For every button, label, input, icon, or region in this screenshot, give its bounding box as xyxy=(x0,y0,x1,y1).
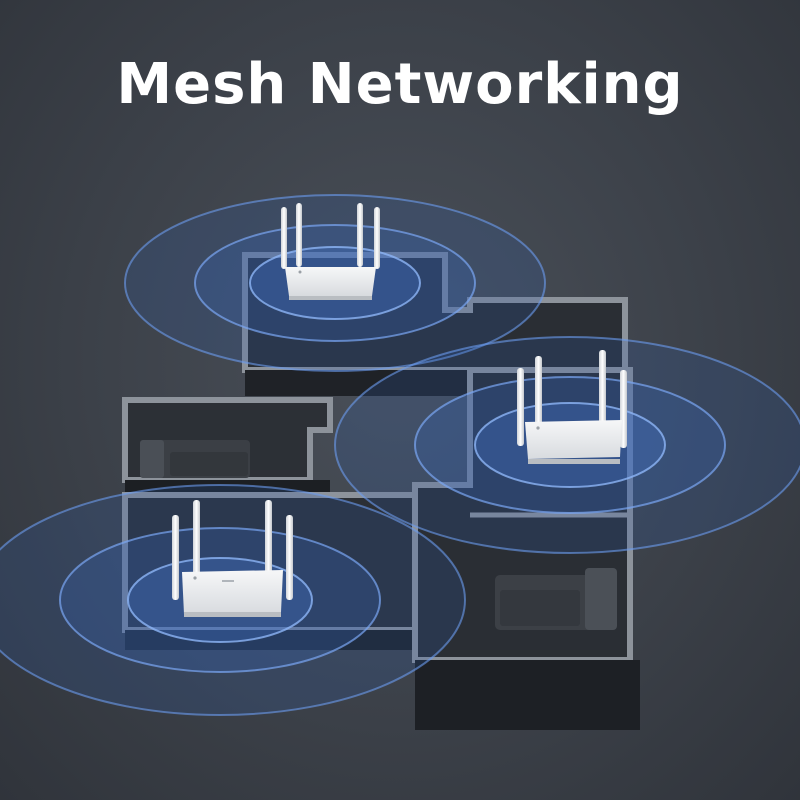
router-top xyxy=(281,203,380,300)
room-lower-left-wall xyxy=(125,630,415,650)
room-bedroom-left-wall xyxy=(125,480,330,494)
headline: Mesh Networking xyxy=(116,52,684,117)
room-right-wall xyxy=(415,660,640,730)
bed-left xyxy=(140,440,250,478)
router-right xyxy=(517,350,627,464)
bed-right xyxy=(495,568,617,630)
router-left xyxy=(172,500,293,617)
